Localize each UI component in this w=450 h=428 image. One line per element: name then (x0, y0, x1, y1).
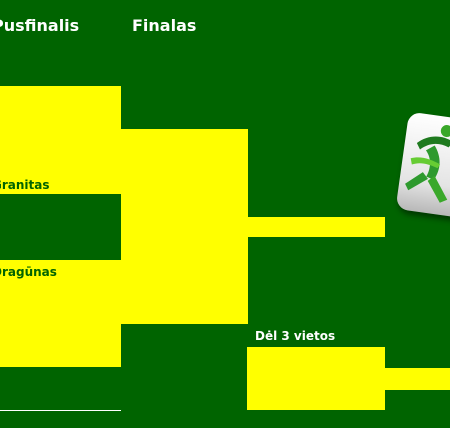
semifinal-team-2: Dragūnas (0, 265, 57, 279)
final-connector (121, 129, 248, 324)
handball-player-logo-icon (395, 111, 450, 219)
semifinal-slot-2 (0, 260, 121, 367)
third-place-result (385, 368, 450, 390)
semifinal-team-1: Granitas (0, 178, 50, 192)
semifinal-column-title: Pusfinalis (0, 16, 80, 35)
bottom-divider (0, 410, 121, 411)
final-column-title: Finalas (132, 16, 197, 35)
third-place-label: Dėl 3 vietos (255, 329, 336, 343)
final-slot (248, 217, 385, 237)
third-place-slot (247, 347, 385, 410)
semifinal-slot-1 (0, 86, 121, 194)
